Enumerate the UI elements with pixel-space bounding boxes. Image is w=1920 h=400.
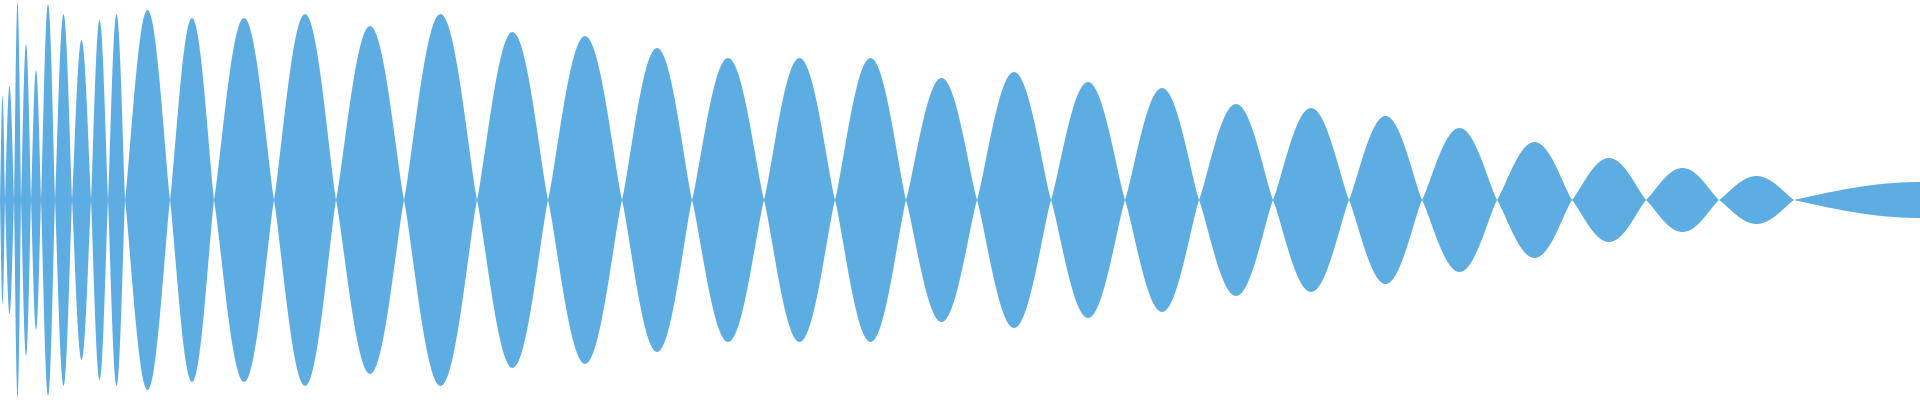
waveform-lobe	[977, 72, 1051, 328]
waveform-lobe	[1349, 116, 1422, 284]
waveform-lobe	[72, 40, 91, 360]
waveform-lobe	[548, 36, 622, 364]
waveform-lobe	[1497, 142, 1572, 258]
waveform-lobe	[1273, 108, 1349, 292]
waveform-lobe	[14, 2, 21, 398]
waveform-lobe	[404, 14, 477, 386]
waveform-lobe	[125, 10, 170, 390]
waveform-lobe	[1199, 104, 1273, 296]
waveform-lobe	[21, 44, 31, 356]
waveform-lobe	[1572, 158, 1646, 242]
waveform-lobe	[214, 18, 274, 382]
waveform-lobe	[274, 14, 336, 386]
waveform-lobe	[1125, 88, 1199, 312]
waveform-lobe	[336, 26, 404, 374]
waveform-lobe	[91, 20, 108, 380]
waveform-lobe	[477, 32, 548, 368]
waveform-lobe	[1422, 128, 1497, 272]
waveform-lobe	[764, 58, 835, 342]
waveform-lobe	[835, 58, 906, 342]
waveform-lobe	[1051, 82, 1125, 318]
waveform-lobe	[55, 14, 72, 386]
waveform-lobe	[622, 48, 692, 352]
waveform-lobe	[1794, 182, 1920, 218]
waveform-lobe	[692, 58, 764, 342]
waveform-lobe	[0, 96, 5, 304]
waveform-lobe	[170, 18, 214, 382]
waveform-lobe	[41, 4, 55, 396]
waveform-lobe	[5, 86, 14, 314]
waveform-lobe	[906, 78, 977, 322]
waveform-lobe	[31, 70, 41, 330]
waveform-lobe	[108, 14, 125, 386]
waveform-lobe	[1646, 168, 1719, 232]
waveform-lobe	[1719, 176, 1794, 224]
